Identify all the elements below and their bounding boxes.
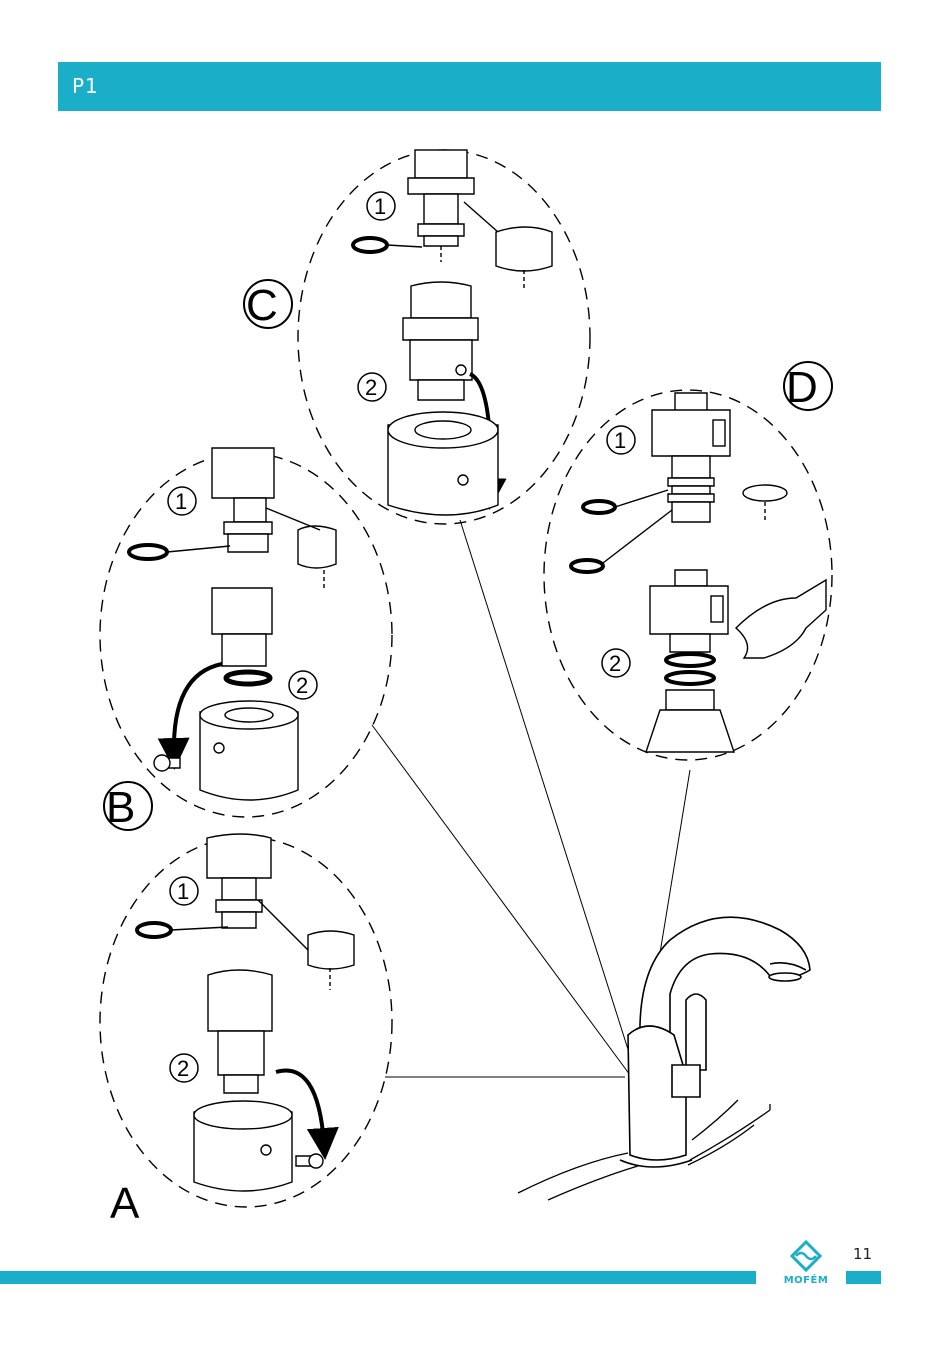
- step-d-2: 2: [609, 651, 621, 676]
- footer-bar-accent: [846, 1271, 881, 1284]
- step-c-2: 2: [365, 375, 377, 400]
- mofem-logo-icon: [770, 1238, 842, 1274]
- step-b-2: 2: [296, 673, 308, 698]
- page-number: 11: [853, 1245, 872, 1263]
- section-label-a: A: [110, 1179, 140, 1228]
- step-d-1: 1: [614, 428, 626, 453]
- brand-logo: MOFÉM: [770, 1238, 842, 1290]
- brand-name: MOFÉM: [770, 1275, 842, 1286]
- detail-b-parts: [129, 448, 336, 800]
- footer-bar: [0, 1271, 756, 1284]
- step-b-1: 1: [175, 489, 187, 514]
- faucet-drawing: [620, 917, 810, 1167]
- step-c-1: 1: [374, 194, 386, 219]
- step-a-1: 1: [177, 879, 189, 904]
- step-a-2: 2: [177, 1056, 189, 1081]
- leader-lines: [372, 520, 690, 1077]
- detail-a-parts: [137, 834, 354, 1191]
